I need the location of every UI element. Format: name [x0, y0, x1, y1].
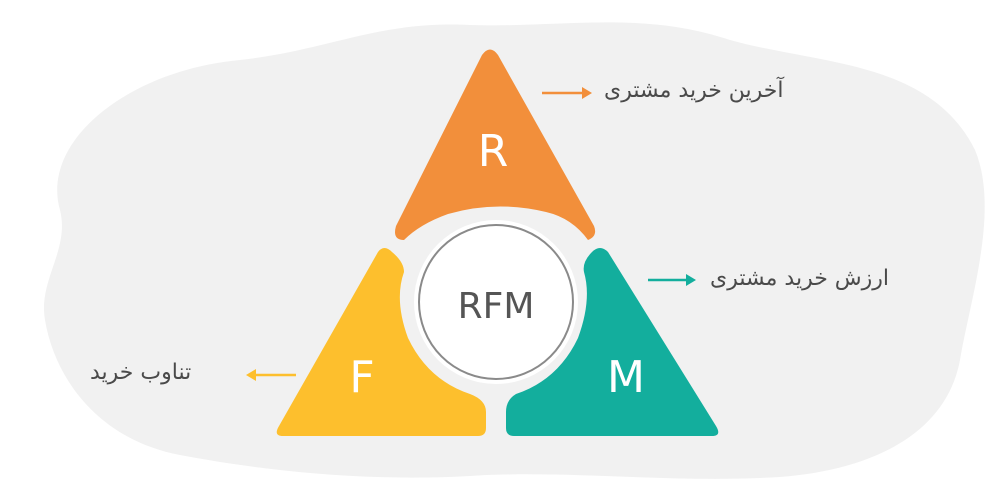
arrow-f [246, 369, 296, 381]
segment-m-letter: M [607, 352, 645, 403]
arrow-r [542, 87, 592, 99]
segment-m-caption: ارزش خرید مشتری [710, 266, 890, 291]
center-circle-outer [414, 220, 578, 384]
segment-r-shape [395, 49, 596, 240]
segment-m-shape [506, 248, 719, 436]
segment-f-letter: F [349, 352, 374, 403]
center-circle-ring [418, 224, 574, 380]
segment-f-caption: تناوب خرید [90, 360, 192, 385]
center-label: RFM [458, 286, 535, 327]
arrow-m [648, 274, 696, 286]
segment-f-shape [276, 248, 486, 436]
segment-r-letter: R [478, 126, 509, 177]
segment-r-caption: آخرین خرید مشتری [604, 78, 784, 103]
